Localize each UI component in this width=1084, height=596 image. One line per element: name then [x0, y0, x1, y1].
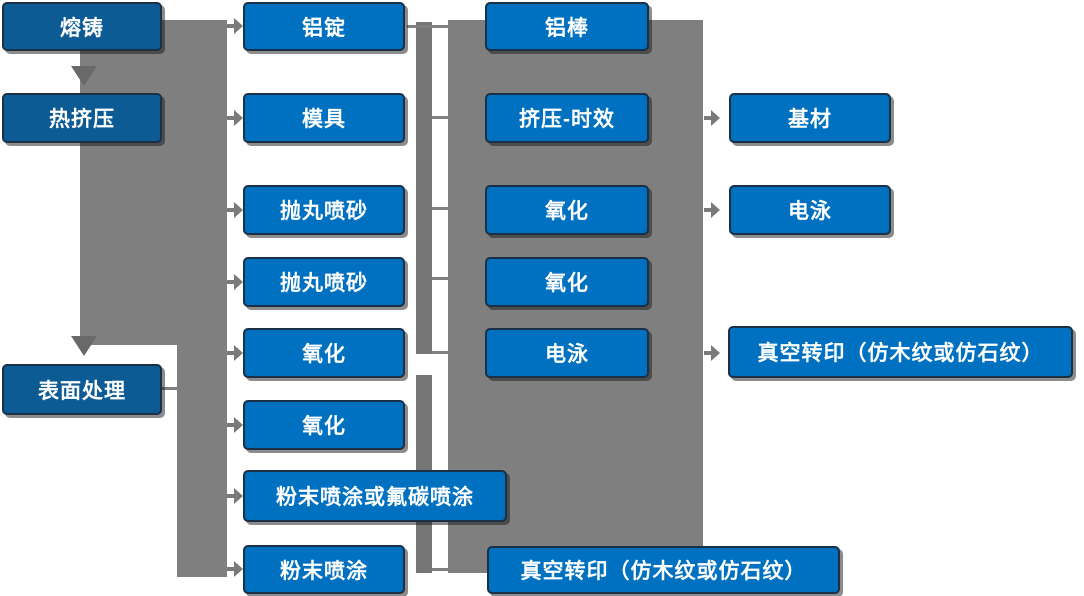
node-electrophoresis-1: 电泳 [485, 328, 649, 378]
connector-line [432, 277, 448, 280]
right-arrow-icon [227, 202, 243, 218]
node-surface-treatment: 表面处理 [2, 364, 162, 415]
down-arrow-icon [71, 66, 97, 86]
node-oxidation-2: 氧化 [243, 400, 405, 450]
node-extrusion-aging: 挤压-时效 [485, 93, 649, 143]
connector-line [432, 116, 448, 119]
connector-line [432, 351, 448, 354]
node-substrate: 基材 [729, 93, 891, 143]
down-arrow-icon [71, 336, 97, 356]
left-flow-band [80, 20, 227, 345]
node-shot-blasting-1: 抛丸喷砂 [243, 185, 405, 235]
right-arrow-icon [704, 345, 720, 361]
connector-line [432, 568, 448, 571]
node-hot-extrusion: 热挤压 [2, 93, 162, 143]
node-shot-blasting-2: 抛丸喷砂 [243, 257, 405, 307]
node-smelting-casting: 熔铸 [2, 2, 162, 51]
node-powder-coating: 粉末喷涂 [243, 545, 405, 594]
connector-line [407, 25, 448, 28]
node-vacuum-transfer-print-1: 真空转印（仿木纹或仿石纹） [487, 546, 840, 594]
left-flow-band-lower [177, 345, 227, 577]
node-electrophoresis-2: 电泳 [729, 185, 891, 235]
node-aluminum-rod: 铝棒 [485, 2, 649, 51]
node-powder-or-fluorocarbon-coating: 粉末喷涂或氟碳喷涂 [243, 470, 507, 522]
connector-line [162, 387, 177, 390]
right-arrow-icon [227, 561, 243, 577]
node-oxidation-4: 氧化 [485, 257, 649, 307]
node-vacuum-transfer-print-2: 真空转印（仿木纹或仿石纹） [728, 326, 1073, 378]
right-arrow-icon [227, 274, 243, 290]
right-arrow-icon [227, 417, 243, 433]
right-arrow-icon [704, 202, 720, 218]
right-arrow-icon [704, 110, 720, 126]
connector-line [432, 207, 448, 210]
right-arrow-icon [227, 488, 243, 504]
node-oxidation-1: 氧化 [243, 328, 405, 378]
mid-connector-bar-upper [416, 22, 432, 354]
right-arrow-icon [227, 110, 243, 126]
right-arrow-icon [227, 18, 243, 34]
node-mold: 模具 [243, 93, 405, 143]
node-oxidation-3: 氧化 [485, 185, 649, 235]
node-aluminum-ingot: 铝锭 [243, 2, 405, 51]
right-arrow-icon [227, 345, 243, 361]
